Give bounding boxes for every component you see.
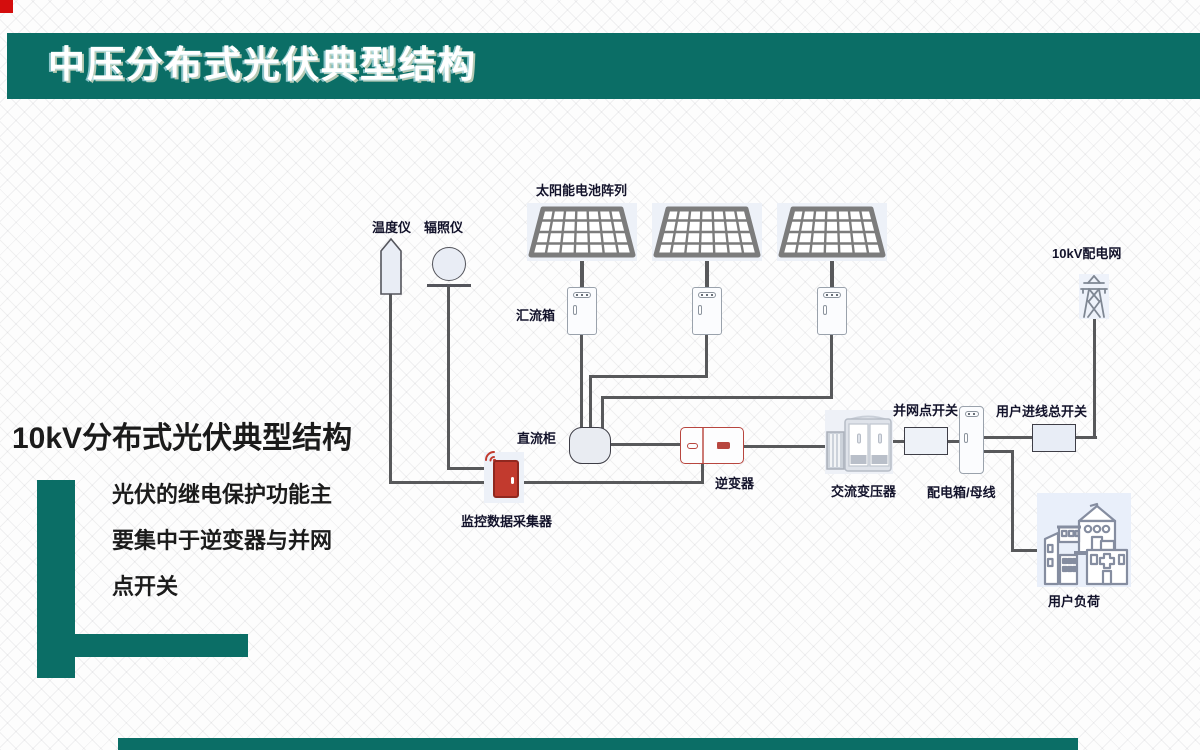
wire-temperature-to-monitor: [389, 481, 489, 484]
body-text-line: 点开关: [112, 574, 179, 599]
label-user-load: 用户负荷: [1048, 594, 1101, 609]
section-heading: 10kV分布式光伏典型结构: [12, 422, 353, 455]
label-grid-10kv: 10kV配电网: [1052, 246, 1122, 261]
label-combiner-box: 汇流箱: [516, 308, 556, 323]
wire-inverter-to-transformer: [743, 445, 827, 448]
wire-combiner2-to-dc: [589, 375, 592, 429]
label-user-main-switch: 用户进线总开关: [996, 404, 1088, 419]
grid-point-switch-icon: [904, 427, 948, 455]
solar-panel-icon: [652, 203, 762, 261]
slide-title: 中压分布式光伏典型结构: [48, 44, 477, 85]
label-inverter: 逆变器: [715, 476, 755, 491]
header-bar: 中压分布式光伏典型结构: [7, 33, 1200, 99]
combiner-box-icon: [817, 287, 847, 335]
label-temperature-meter: 温度仪: [372, 220, 412, 235]
wire-transformer-to-switch: [890, 440, 906, 443]
monitor-door-icon: [493, 460, 519, 498]
combiner-box-icon: [567, 287, 597, 335]
wire-irradiance-down: [447, 286, 450, 470]
wire-distribution-lower: [983, 450, 1014, 453]
irradiance-meter-base: [427, 284, 471, 287]
wire-irradiance-to-monitor: [447, 467, 485, 470]
distribution-cabinet-icon: [959, 406, 984, 474]
label-monitor-collector: 监控数据采集器: [461, 514, 553, 529]
body-text-line: 光伏的继电保护功能主: [112, 482, 333, 507]
inverter-icon: [680, 427, 744, 464]
wire-mainswitch-right: [1074, 436, 1097, 439]
dc-cabinet-icon: [569, 427, 611, 464]
solar-panel-icon: [777, 203, 887, 261]
label-ac-transformer: 交流变压器: [831, 484, 897, 499]
wire-temperature-down: [389, 293, 392, 484]
wire-switch-to-distribution: [946, 440, 962, 443]
footer-bar: [118, 738, 1078, 750]
wire-combiner3-to-dc: [601, 396, 604, 429]
wire-dc-to-inverter: [610, 443, 681, 446]
wire-combiner3-across: [601, 396, 833, 399]
wire-panel1-stalk: [580, 253, 584, 288]
irradiance-meter-icon: [432, 247, 466, 281]
buildings-icon: [1037, 493, 1131, 587]
wire-combiner1-to-dc: [580, 335, 583, 429]
wire-distribution-to-mainswitch: [983, 436, 1034, 439]
user-main-switch-icon: [1032, 424, 1076, 452]
wire-combiner2-across: [589, 375, 708, 378]
transformer-icon: [825, 410, 893, 474]
wire-to-load-across: [1011, 549, 1039, 552]
temperature-probe-icon: [380, 238, 402, 295]
label-grid-point-switch: 并网点开关: [893, 403, 959, 418]
accent-l-shape-horizontal: [75, 634, 248, 657]
wire-to-load-down: [1011, 450, 1014, 552]
label-distribution-box: 配电箱/母线: [927, 485, 996, 500]
solar-panel-icon: [527, 203, 637, 261]
wire-to-grid-tower: [1093, 318, 1096, 439]
label-irradiance-meter: 辐照仪: [424, 220, 464, 235]
wire-panel2-stalk: [705, 253, 709, 288]
wire-combiner2-down: [705, 335, 708, 378]
wire-inverter-stub: [701, 462, 704, 484]
corner-accent-square: [0, 0, 13, 13]
wire-monitor-to-inverter: [521, 481, 704, 484]
wire-combiner3-down: [830, 335, 833, 399]
combiner-box-icon: [692, 287, 722, 335]
label-solar-array: 太阳能电池阵列: [536, 183, 628, 198]
accent-l-shape-vertical: [37, 480, 75, 678]
label-dc-cabinet: 直流柜: [517, 431, 557, 446]
power-tower-icon: [1079, 274, 1109, 319]
wire-panel3-stalk: [830, 253, 834, 288]
body-text-line: 要集中于逆变器与并网: [112, 528, 333, 553]
